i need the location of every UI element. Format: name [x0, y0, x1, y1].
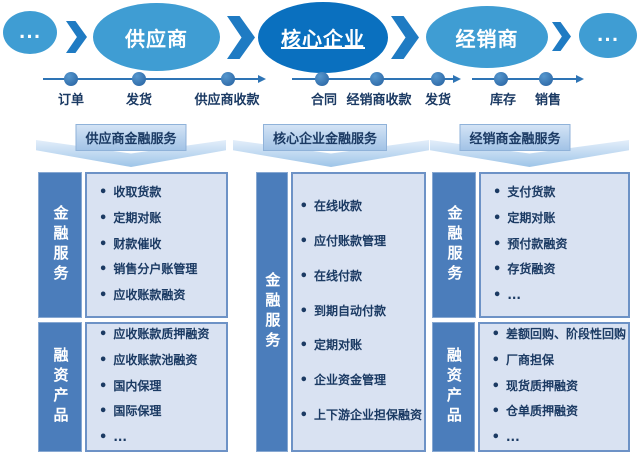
- section-panel: 差额回购、阶段性回购 厂商担保 现货质押融资 仓单质押融资 ...: [477, 322, 630, 452]
- timeline-dot: [494, 72, 508, 86]
- section-panel: 收取货款 定期对账 财款催收 销售分户账管理 应收账款融资: [85, 172, 228, 318]
- timeline-dot: [370, 72, 384, 86]
- timeline-dot: [315, 72, 329, 86]
- timeline-label: 订单: [57, 93, 85, 108]
- chevron-right-icon: [391, 16, 419, 59]
- chain-node-supplier: 供应商: [93, 3, 220, 71]
- timeline-label: 发货: [424, 93, 452, 108]
- supplier-financing-products-section: 融资产品 应收账款质押融资 应收账款池融资 国内保理 国际保理 ...: [38, 322, 228, 452]
- core-financial-services-section: 金融服务 在线收款 应付账款管理 在线付款 到期自动付款 定期对账 企业资金管理…: [256, 172, 426, 452]
- timeline-dot: [132, 72, 146, 86]
- chain-node-downstream-more: ...: [579, 13, 637, 58]
- list-item: 仓单质押融资: [492, 405, 626, 420]
- list-item: 应收账款池融资: [99, 353, 224, 369]
- section-panel: 在线收款 应付账款管理 在线付款 到期自动付款 定期对账 企业资金管理 上下游企…: [290, 172, 426, 452]
- chevron-right-icon: [552, 22, 571, 51]
- list-item: ...: [99, 431, 224, 446]
- section-title: 金融服务: [445, 205, 464, 285]
- section-title: 融资产品: [51, 347, 70, 427]
- section-title-bar: 融资产品: [38, 322, 82, 452]
- distributor-financial-services-section: 金融服务 支付货款 定期对账 预付款融资 存货融资 ...: [432, 172, 630, 318]
- distributor-column: 金融服务 支付货款 定期对账 预付款融资 存货融资 ... 融资产品 差额回购、…: [432, 172, 630, 452]
- banner-supplier-finance: 供应商金融服务: [75, 124, 187, 151]
- section-title-bar: 金融服务: [38, 172, 82, 318]
- list-item: 差额回购、阶段性回购: [492, 327, 626, 343]
- timeline-supplier-line: [43, 75, 266, 83]
- timeline-label: 库存: [489, 93, 517, 108]
- list-item: 销售分户账管理: [99, 263, 224, 278]
- list-item: 定期对账: [99, 211, 224, 227]
- section-panel: 应收账款质押融资 应收账款池融资 国内保理 国际保理 ...: [85, 322, 228, 452]
- timeline-label: 销售: [534, 93, 562, 108]
- timeline-dot: [64, 72, 78, 86]
- timeline-dot: [539, 72, 553, 86]
- list-item: 在线收款: [300, 199, 422, 215]
- list-item: 收取货款: [99, 185, 224, 201]
- timeline-distributor-line: [472, 75, 584, 83]
- chevron-right-icon: [66, 21, 87, 53]
- timeline-label: 发货: [125, 93, 153, 108]
- section-title: 融资产品: [444, 347, 463, 427]
- chain-node-distributor: 经销商: [426, 6, 548, 68]
- timeline-label: 经销商收款: [346, 93, 412, 108]
- timeline-dot: [431, 72, 445, 86]
- list-item: 应收账款融资: [99, 289, 224, 304]
- list-item: 在线付款: [300, 269, 422, 285]
- list-item: 支付货款: [493, 185, 626, 201]
- timeline-label: 供应商收款: [194, 93, 260, 108]
- list-item: 上下游企业担保融资: [300, 408, 422, 424]
- list-item: 应付账款管理: [300, 234, 422, 250]
- list-item: 国际保理: [99, 405, 224, 420]
- section-title: 金融服务: [51, 205, 70, 285]
- list-item: 财款催收: [99, 237, 224, 253]
- list-item: ...: [493, 289, 626, 304]
- list-item: ...: [492, 431, 626, 446]
- list-item: 存货融资: [493, 263, 626, 278]
- section-title-bar: 金融服务: [256, 172, 288, 452]
- banner-core-finance: 核心企业金融服务: [262, 124, 388, 151]
- core-enterprise-column: 金融服务 在线收款 应付账款管理 在线付款 到期自动付款 定期对账 企业资金管理…: [256, 172, 426, 452]
- supplier-financial-services-section: 金融服务 收取货款 定期对账 财款催收 销售分户账管理 应收账款融资: [38, 172, 228, 318]
- list-item: 到期自动付款: [300, 304, 422, 320]
- chain-node-upstream-more: ...: [3, 11, 57, 54]
- banner-distributor-finance: 经销商金融服务: [459, 124, 571, 151]
- list-item: 企业资金管理: [300, 373, 422, 389]
- timeline-label: 合同: [310, 93, 338, 108]
- list-item: 定期对账: [493, 211, 626, 227]
- list-item: 预付款融资: [493, 237, 626, 253]
- list-item: 应收账款质押融资: [99, 327, 224, 343]
- chevron-right-icon: [227, 16, 255, 59]
- list-item: 厂商担保: [492, 353, 626, 369]
- list-item: 定期对账: [300, 338, 422, 354]
- supplier-column: 金融服务 收取货款 定期对账 财款催收 销售分户账管理 应收账款融资 融资产品 …: [38, 172, 228, 452]
- timeline-dot: [221, 72, 235, 86]
- chain-node-core-enterprise: 核心企业: [258, 2, 388, 73]
- list-item: 现货质押融资: [492, 379, 626, 395]
- list-item: 国内保理: [99, 379, 224, 395]
- section-title-bar: 金融服务: [432, 172, 476, 318]
- distributor-financing-products-section: 融资产品 差额回购、阶段性回购 厂商担保 现货质押融资 仓单质押融资 ...: [432, 322, 630, 452]
- section-title-bar: 融资产品: [432, 322, 475, 452]
- section-title: 金融服务: [263, 272, 282, 352]
- section-panel: 支付货款 定期对账 预付款融资 存货融资 ...: [479, 172, 630, 318]
